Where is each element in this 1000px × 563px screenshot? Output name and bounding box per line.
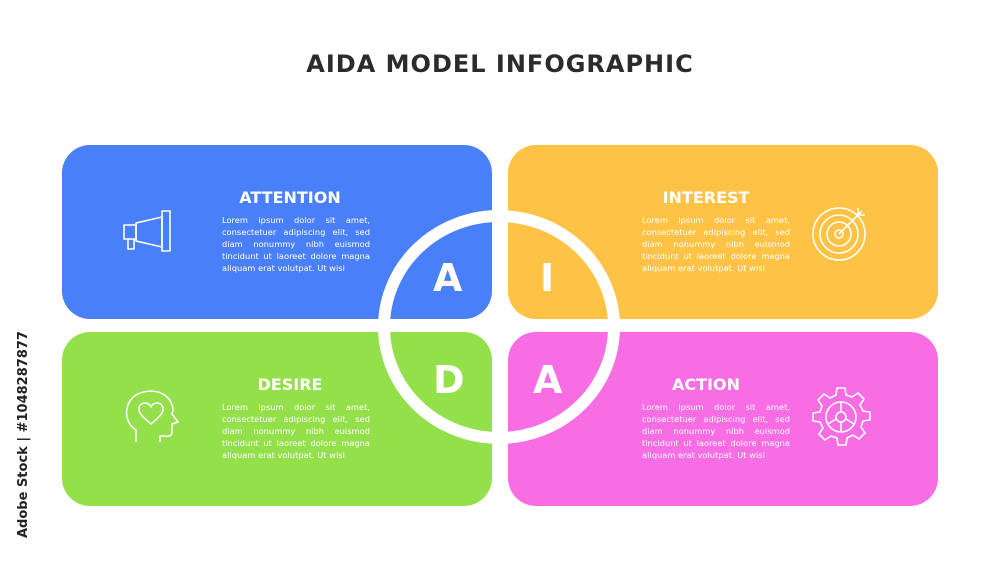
gear-icon <box>812 387 871 446</box>
attention-label: ATTENTION <box>239 188 341 207</box>
head-heart-icon <box>125 390 179 442</box>
action-letter: A <box>533 358 563 402</box>
attention-letter: A <box>433 256 463 300</box>
desire-card: DESIRE Lorem ipsum dolor sit amet, conse… <box>62 332 492 506</box>
stock-id-text: Adobe Stock | #1048287877 <box>16 331 31 538</box>
desire-text: Lorem ipsum dolor sit amet, consectetuer… <box>222 402 370 460</box>
attention-text: Lorem ipsum dolor sit amet, consectetuer… <box>222 215 370 273</box>
desire-letter: D <box>433 358 465 402</box>
interest-card: INTEREST Lorem ipsum dolor sit amet, con… <box>508 145 938 319</box>
page-title: AIDA MODEL INFOGRAPHIC <box>306 50 694 78</box>
interest-label: INTEREST <box>662 188 750 207</box>
target-icon <box>812 207 866 261</box>
action-card: ACTION Lorem ipsum dolor sit amet, conse… <box>508 332 938 506</box>
interest-text: Lorem ipsum dolor sit amet, consectetuer… <box>642 215 790 273</box>
center-ring <box>378 210 620 444</box>
stock-id-watermark: Adobe Stock | #1048287877 <box>14 318 34 538</box>
megaphone-icon <box>123 210 171 252</box>
desire-label: DESIRE <box>257 375 323 394</box>
action-label: ACTION <box>672 375 740 394</box>
interest-letter: I <box>540 256 555 300</box>
action-text: Lorem ipsum dolor sit amet, consectetuer… <box>642 402 790 460</box>
attention-card: ATTENTION Lorem ipsum dolor sit amet, co… <box>62 145 492 319</box>
